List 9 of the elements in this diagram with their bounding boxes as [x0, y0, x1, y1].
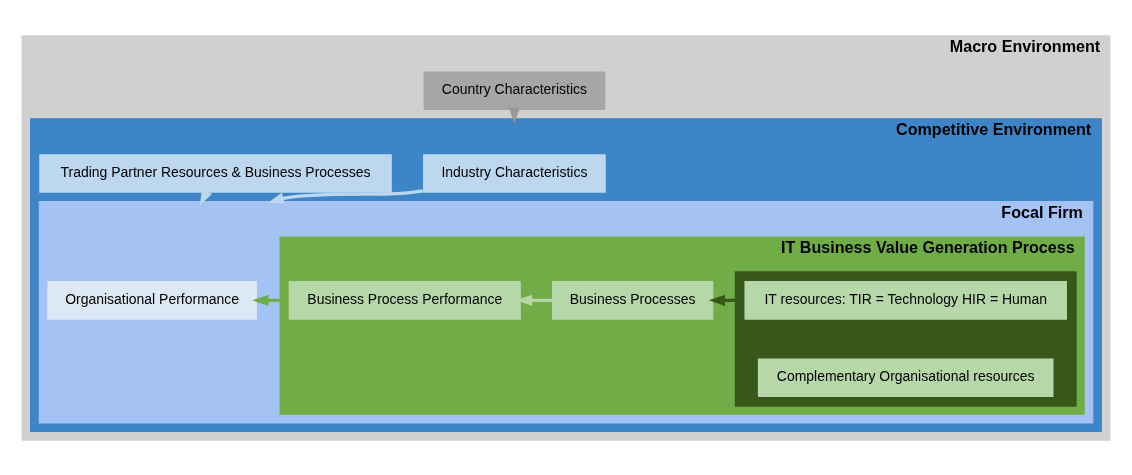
node-box: Complementary Organisational resources — [757, 357, 1054, 397]
node-box: IT resources: TIR = Technology HIR = Human — [744, 280, 1067, 320]
node-box: Organisational Performance — [47, 280, 257, 320]
arrow — [252, 294, 289, 306]
node-box: Business Processes — [552, 280, 714, 320]
node-box: Industry Characteristics — [423, 153, 606, 193]
arrow — [267, 188, 423, 204]
cluster — [734, 270, 1077, 407]
node-box: Business Process Performance — [288, 280, 521, 320]
